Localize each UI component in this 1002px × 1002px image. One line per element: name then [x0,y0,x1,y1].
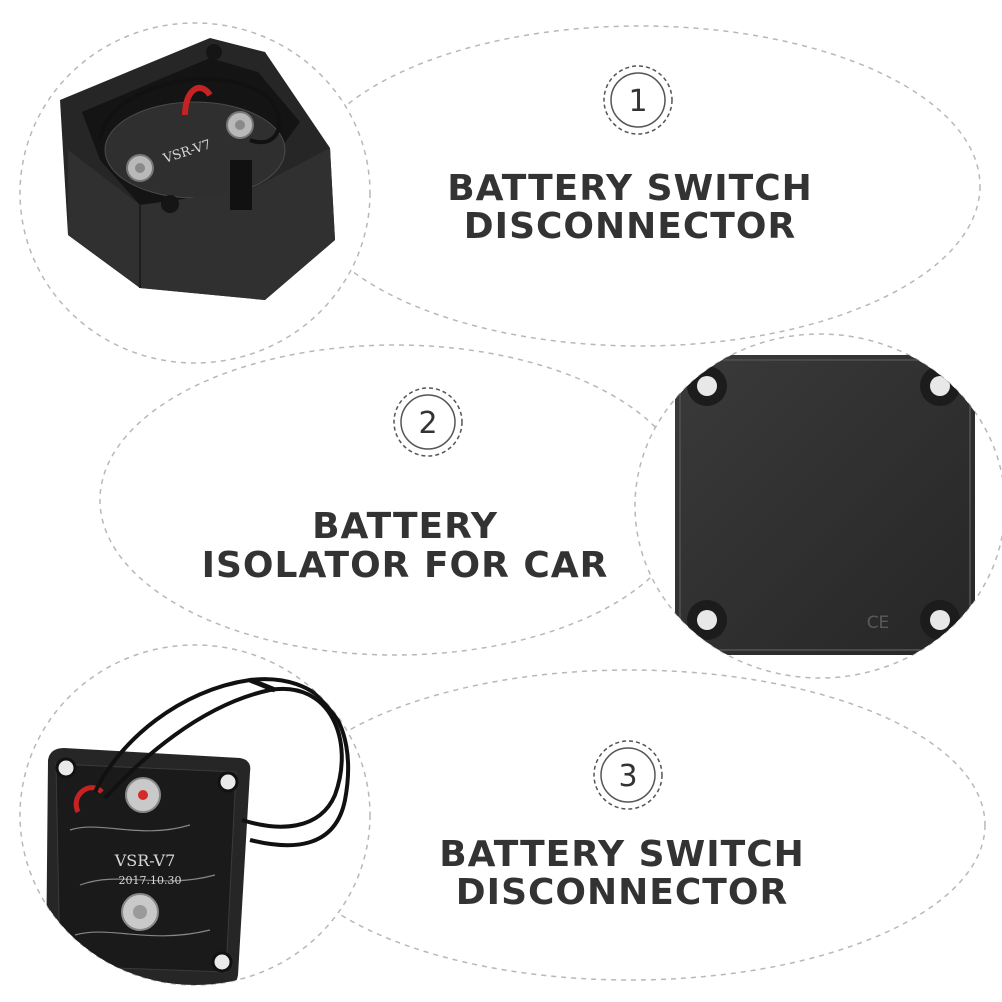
panel-2-ce-mark: CE [867,613,890,633]
panel-2: CE 2 BATTERY ISOLATOR FOR CAR [99,333,1002,679]
panel-1-title-line-2: DISCONNECTOR [464,206,796,247]
panel-2-title-line-2: ISOLATOR FOR CAR [202,545,609,586]
panel-1: VSR-V7 1 BATTERY SWITCH DISCONNECTOR [19,22,981,364]
panel-3-board-print-1: VSR-V7 [114,851,176,870]
panel-1-number-badge: 1 [603,65,673,135]
panel-2-label-oval [99,344,691,656]
panel-1-product-image: VSR-V7 [60,38,335,300]
panel-3-number-badge: 3 [593,740,663,810]
panel-3-title-line-1: BATTERY SWITCH [439,834,805,875]
panel-3: VSR-V7 2017.10.30 3 BATTERY SWITCH DISCO… [19,644,986,986]
panel-1-title-line-1: BATTERY SWITCH [447,168,813,209]
panel-3-number: 3 [618,759,637,794]
panel-2-product-image: CE [675,355,975,655]
panel-3-board-print-2: 2017.10.30 [119,874,182,887]
panel-1-number: 1 [628,84,647,119]
panel-3-product-image: VSR-V7 2017.10.30 [46,677,351,985]
panel-3-label-oval [274,669,986,981]
panel-2-number-badge: 2 [393,387,463,457]
panel-2-number: 2 [418,406,437,441]
panel-3-title-line-2: DISCONNECTOR [456,872,788,913]
panel-2-title-line-1: BATTERY [312,506,498,547]
